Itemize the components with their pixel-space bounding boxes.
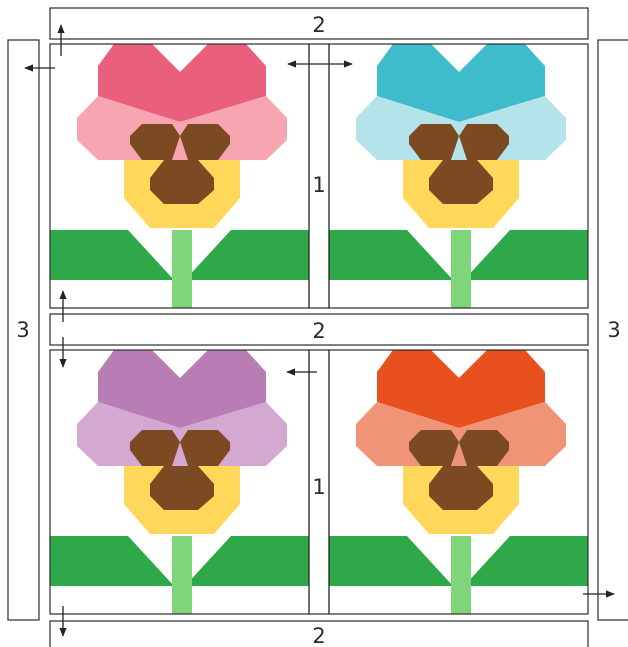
left-border-label: 3 bbox=[16, 318, 29, 342]
lower-vertical-sash-label: 1 bbox=[312, 475, 325, 499]
right-border-label: 3 bbox=[607, 318, 620, 342]
pink-pansy-block bbox=[50, 44, 309, 308]
leaf-left bbox=[329, 536, 453, 586]
stem bbox=[451, 230, 471, 308]
stem bbox=[172, 536, 192, 614]
leaf-right bbox=[185, 230, 309, 280]
middle-sash-label: 2 bbox=[312, 319, 325, 343]
leaf-right bbox=[464, 536, 588, 586]
stem bbox=[451, 536, 471, 614]
orange-pansy-block bbox=[329, 350, 588, 614]
leaf-right bbox=[185, 536, 309, 586]
purple-pansy-block bbox=[50, 350, 309, 614]
leaf-left bbox=[50, 536, 174, 586]
leaf-left bbox=[329, 230, 453, 280]
top-sash-label: 2 bbox=[312, 13, 325, 37]
upper-vertical-sash-label: 1 bbox=[312, 173, 325, 197]
bottom-sash-label: 2 bbox=[312, 624, 325, 647]
blue-pansy-block bbox=[329, 44, 588, 308]
stem bbox=[172, 230, 192, 308]
leaf-right bbox=[464, 230, 588, 280]
leaf-left bbox=[50, 230, 174, 280]
